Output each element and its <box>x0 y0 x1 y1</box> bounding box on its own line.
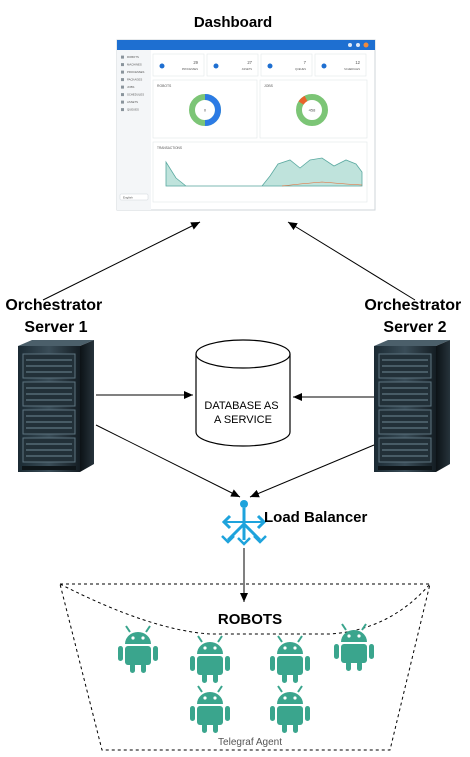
stat-card[interactable] <box>314 53 367 77</box>
stat-card[interactable] <box>206 53 259 77</box>
svg-text:DATABASE AS A SERVICE: DATABASE AS A SERVICE <box>204 400 281 426</box>
database-label-line2: A SERVICE <box>214 414 272 426</box>
language-selector: English <box>123 196 133 200</box>
stat-card-label: PROCESSES <box>182 67 198 71</box>
jobs-donut <box>296 94 328 126</box>
robots-panel-title: ROBOTS <box>157 84 172 88</box>
sidebar-item[interactable]: MACHINES <box>127 63 142 67</box>
arrow-server2-to-loadbalancer <box>249 444 375 498</box>
sidebar-item[interactable]: ASSETS <box>127 100 138 104</box>
sidebar-item-icon <box>121 55 124 59</box>
robots-label: ROBOTS <box>218 611 282 628</box>
arrow-server1-to-dashboard <box>42 221 201 301</box>
server1-label-line1: Orchestrator <box>5 297 102 314</box>
sidebar-item-icon <box>121 78 124 82</box>
robots-donut-center: 0 <box>204 108 207 113</box>
stat-card-value: 7 <box>304 60 307 65</box>
dashboard-header-bar <box>117 40 375 50</box>
sidebar-item-icon <box>121 108 124 112</box>
stat-card[interactable] <box>152 53 205 77</box>
robots-group-boundary <box>59 583 431 751</box>
sidebar-item-icon <box>121 93 124 97</box>
sidebar-item[interactable]: PROCESSES <box>127 70 145 74</box>
sidebar-item-icon <box>121 85 124 89</box>
telegraf-agent-label: Telegraf Agent <box>218 737 282 748</box>
robot-icon-5 <box>189 685 231 734</box>
stat-card-label: ASSETS <box>242 67 253 71</box>
stat-card-icon <box>213 63 219 69</box>
robot-icon-6 <box>269 685 311 734</box>
sidebar-item[interactable]: QUEUES <box>127 108 139 112</box>
stat-card-value: 27 <box>247 60 252 65</box>
sidebar-item[interactable]: SCHEDULES <box>127 93 144 97</box>
sidebar-item[interactable]: ROBOTS <box>127 55 139 59</box>
server2-rack-icon <box>373 339 451 473</box>
robot-icon-2 <box>189 635 231 684</box>
jobs-donut-center: 458 <box>309 108 316 113</box>
server1-label-line2: Server 1 <box>24 319 87 336</box>
sidebar-menu: ROBOTS MACHINES PROCESSES PACKAGES JOBS SCHED… <box>121 55 145 112</box>
svg-text:Orchestrator Server 2: Orchestrator Server 2 <box>364 297 465 336</box>
dashboard-title: Dashboard <box>194 14 272 31</box>
svg-text:Orchestrator Server 1: Orchestrator Server 1 <box>5 297 106 336</box>
load-balancer-label: Load Balancer <box>264 509 368 526</box>
timeline-title: TRANSACTIONS <box>157 146 182 150</box>
stat-card-label: SCHEDULES <box>344 67 360 71</box>
sidebar-item-icon <box>121 100 124 104</box>
dashboard-sidebar <box>117 50 151 210</box>
dashboard-screenshot: ROBOTS MACHINES PROCESSES PACKAGES JOBS SCHED… <box>116 39 376 211</box>
arrow-server1-to-loadbalancer <box>95 424 241 498</box>
robot-icon-4 <box>333 623 375 672</box>
sidebar-item[interactable]: PACKAGES <box>127 78 142 82</box>
stat-card-value: 12 <box>355 60 360 65</box>
robot-icon-1 <box>117 625 159 674</box>
load-balancer-icon <box>221 500 267 546</box>
sidebar-item-icon <box>121 63 124 67</box>
sidebar-item[interactable]: JOBS <box>127 85 134 89</box>
robots-donut <box>189 94 221 126</box>
server1-rack-icon <box>17 339 95 473</box>
database-label-line1: DATABASE AS <box>204 400 278 412</box>
server2-label-line2: Server 2 <box>383 319 446 336</box>
sidebar-item-icon <box>121 70 124 74</box>
stat-card-icon <box>267 63 273 69</box>
database-cylinder <box>195 339 291 447</box>
stat-card-icon <box>159 63 165 69</box>
stat-card-label: QUEUES <box>295 67 306 71</box>
timeline-area-chart <box>165 157 363 187</box>
jobs-panel-title: JOBS <box>264 84 274 88</box>
stat-card-value: 29 <box>193 60 198 65</box>
server2-label-line1: Orchestrator <box>364 297 461 314</box>
stat-card-icon <box>321 63 327 69</box>
arrow-server2-to-dashboard <box>287 221 416 301</box>
stat-card[interactable] <box>260 53 313 77</box>
robot-icon-3 <box>269 635 311 684</box>
